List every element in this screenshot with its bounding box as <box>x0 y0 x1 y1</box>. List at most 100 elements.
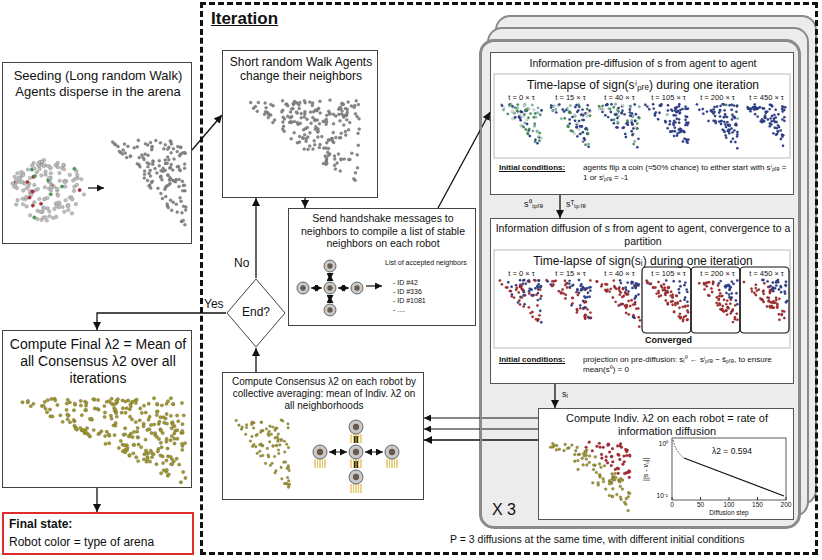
node-text: t = 0 × τ <box>497 93 546 102</box>
label-text: P = 3 diffusions at the same time, with … <box>450 533 818 546</box>
arrow <box>88 187 104 188</box>
node-text: Robot color = type of arena <box>9 535 189 549</box>
edge-label: No <box>234 256 254 270</box>
label-text: Diffusion step <box>699 509 759 517</box>
node-text: t = 450 × τ <box>742 93 791 102</box>
flow-arrow <box>255 348 256 372</box>
node-heading: Compute Indiv. λ2 on each robot = rate o… <box>543 412 791 438</box>
flow-arrow <box>96 488 97 512</box>
robot-cluster <box>11 158 86 222</box>
node-text: Initial conditions: <box>499 163 584 173</box>
node-heading: Compute Consensus λ2 on each robot by co… <box>228 376 420 412</box>
robot-swarm <box>698 279 739 323</box>
stack-card: X 3 Information pre-diffusion of s from a… <box>480 40 800 528</box>
robot-network <box>313 420 399 493</box>
node-text: t = 15 × τ <box>546 93 595 102</box>
node-text: - .... <box>393 306 473 314</box>
flow-arrow <box>554 384 555 408</box>
robot-swarm <box>249 99 361 182</box>
label-text: ||s - v₀|| <box>642 439 650 499</box>
decay-chart <box>672 438 786 500</box>
node-text: agents flip a coin (≈50% chance) to eith… <box>583 163 789 182</box>
process-box: Information pre-diffusion of s from agen… <box>490 52 794 195</box>
node-text: t = 200 × τ <box>693 269 742 278</box>
node-text: List of accepted neighbors <box>385 259 471 267</box>
node-text: - ID #336 <box>393 288 473 296</box>
node-heading: Information pre-diffusion of s from agen… <box>495 57 791 70</box>
node-heading: Final state: <box>9 517 189 531</box>
flow-arrow <box>438 112 490 208</box>
robot-swarm <box>743 279 788 321</box>
robot-swarm <box>696 103 739 150</box>
robot-swarm <box>500 103 543 144</box>
node-text: - ID #1081 <box>393 297 473 305</box>
timelapse-frame <box>494 250 790 348</box>
label-text: 10⁰ <box>648 440 668 448</box>
edge-label: sᵢ <box>562 389 578 400</box>
node-text: Initial conditions: <box>499 355 584 365</box>
node-heading: X 3 <box>492 500 552 519</box>
node-heading: Compute Final λ2 = Mean of all Consensus… <box>8 336 188 386</box>
edge-label: s⁰ₜₚᵣₑ <box>524 199 558 210</box>
node-text: - ID #42 <box>393 279 473 287</box>
node-text: t = 450 × τ <box>742 269 791 278</box>
node-text: t = 40 × τ <box>595 93 644 102</box>
process-box: Compute Consensus λ2 on each robot by co… <box>222 372 424 500</box>
flow-arrow <box>559 195 560 218</box>
node-heading: Iteration <box>211 9 331 29</box>
robot-swarm <box>598 103 641 148</box>
node-text: Time-lapse of sign(sᵢ) during one iterat… <box>495 254 791 268</box>
process-box: Send handshake messages to neighbors to … <box>288 208 476 326</box>
edge-label: Yes <box>204 297 228 311</box>
node-heading: Seeding (Long random Walk) Agents disper… <box>8 68 188 99</box>
node-text: t = 105 × τ <box>644 93 693 102</box>
robot-swarm <box>644 103 689 144</box>
node-text: Time-lapse of sign(sⁱₚᵣₑ) during one ite… <box>495 78 791 92</box>
node-text: t = 40 × τ <box>595 269 644 278</box>
process-box: Short random Walk Agents change their ne… <box>222 50 378 198</box>
robot-swarm <box>746 103 786 147</box>
label-text: 50 <box>689 501 713 509</box>
node-heading: Short random Walk Agents change their ne… <box>228 55 374 84</box>
timelapse-frame <box>494 74 790 158</box>
flow-arrow <box>304 198 305 208</box>
robot-swarm <box>499 279 543 324</box>
label-text: 150 <box>746 501 770 509</box>
result-box: Final state: Robot color = type of arena <box>2 512 194 555</box>
node-text: projection on pre-diffusion: sᵢ⁰ ← sⁱₚᵣₑ… <box>583 355 789 374</box>
node-text: t = 105 × τ <box>644 269 693 278</box>
node-heading: End? <box>226 305 286 319</box>
box-fill <box>490 218 794 384</box>
node-text: t = 200 × τ <box>693 93 742 102</box>
robot-swarm <box>545 279 592 320</box>
node-heading: Send handshake messages to neighbors to … <box>294 212 472 250</box>
node-text: t = 0 × τ <box>497 269 546 278</box>
flow-arrow <box>97 313 226 330</box>
label-text: sᵀₜₚᵣₑ <box>566 199 606 210</box>
label-text: 200 <box>774 501 798 509</box>
robot-swarm <box>235 419 291 489</box>
box-fill <box>490 52 794 195</box>
stack-card <box>480 40 800 528</box>
process-box: Information diffusion of s from agent to… <box>490 218 794 384</box>
label-text: 100 <box>717 501 741 509</box>
robot-swarm <box>549 441 631 512</box>
node-text: t = 15 × τ <box>546 269 595 278</box>
process-box: Compute Final λ2 = Mean of all Consensus… <box>2 330 192 488</box>
node-heading: Information diffusion of s from agent to… <box>495 222 791 247</box>
robot-swarm <box>111 139 187 226</box>
node-text: Converged <box>633 335 704 346</box>
robot-swarm <box>595 279 641 328</box>
label-text: 10⁻¹ <box>646 492 668 500</box>
flow-arrow <box>192 115 222 150</box>
robot-swarm <box>645 279 689 322</box>
iteration-frame: IterationShort random Walk Agents change… <box>200 2 818 555</box>
arrow <box>366 285 382 286</box>
label-text: λ2 = 0.594 <box>712 446 782 456</box>
process-box: Seeding (Long random Walk) Agents disper… <box>2 62 192 244</box>
box-fill <box>538 408 794 520</box>
robot-swarm <box>21 397 187 484</box>
label-text: 0 <box>660 501 684 509</box>
robot-network <box>297 260 363 316</box>
